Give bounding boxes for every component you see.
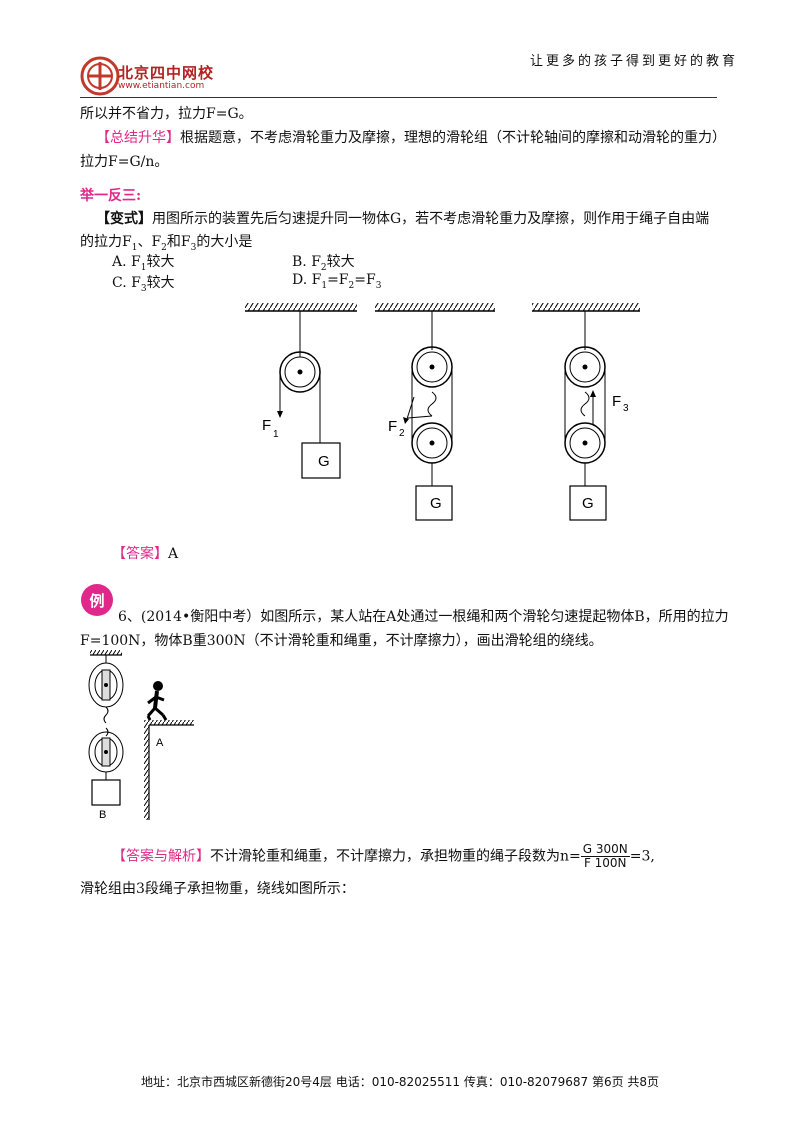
header-rule bbox=[80, 97, 717, 98]
summary-text-2: 拉力F=G/n。 bbox=[80, 154, 169, 170]
option-d-sub3: 3 bbox=[375, 280, 382, 291]
variant-text-2: 的拉力F1、F2和F3的大小是 bbox=[80, 231, 252, 253]
analysis-tag: 【答案与解析】 bbox=[112, 848, 210, 865]
option-d-mid: =F bbox=[327, 272, 349, 288]
option-a-sub: 1 bbox=[140, 262, 147, 273]
option-d-sub1: 1 bbox=[321, 280, 328, 291]
option-c-sub: 3 bbox=[140, 283, 147, 294]
option-a: A. F1较大 bbox=[112, 251, 174, 273]
variant-text2-c: 和F bbox=[166, 234, 191, 250]
variant-text: 用图所示的装置先后匀速提升同一物体G，若不考虑滑轮重力及摩擦，则作用于绳子自由端 bbox=[152, 211, 710, 227]
summary-tag: 【总结升华】 bbox=[96, 130, 180, 146]
page-footer: 地址：北京市西城区新德街20号4层 电话：010-82025511 传真：010… bbox=[140, 1075, 660, 1089]
label-b: B bbox=[99, 809, 106, 821]
variant-paragraph: 【变式】用图所示的装置先后匀速提升同一物体G，若不考虑滑轮重力及摩擦，则作用于绳… bbox=[96, 208, 709, 228]
option-c: C. F3较大 bbox=[112, 272, 175, 294]
example-badge-icon: 例 bbox=[81, 584, 113, 616]
sub-1: 1 bbox=[131, 242, 138, 253]
analysis-line: 【答案与解析】不计滑轮重和绳重，不计摩擦力，承担物重的绳子段数为n=G 300N… bbox=[112, 843, 655, 870]
analysis-text: 不计滑轮重和绳重，不计摩擦力，承担物重的绳子段数为n= bbox=[210, 848, 581, 865]
question-6-line-2: F=100N，物体B重300N（不计滑轮重和绳重，不计摩擦力），画出滑轮组的绕线… bbox=[80, 633, 603, 649]
answer-tag: 【答案】 bbox=[112, 546, 168, 562]
option-d-prefix: D. F bbox=[292, 272, 322, 288]
force-label-f2-sub: 2 bbox=[399, 428, 405, 439]
example-badge-text: 例 bbox=[89, 592, 104, 610]
weight-label-2: G bbox=[430, 495, 442, 512]
force-label-f1-sub: 1 bbox=[273, 429, 279, 440]
option-a-suffix: 较大 bbox=[146, 254, 175, 270]
analysis-end: =3, bbox=[629, 848, 655, 865]
label-a: A bbox=[156, 737, 164, 749]
force-label-f2: F bbox=[388, 418, 397, 435]
analysis-line-2: 滑轮组由3段绳子承担物重，绕线如图所示： bbox=[80, 881, 355, 897]
variant-text2-a: 的拉力F bbox=[80, 234, 132, 250]
option-b-prefix: B. F bbox=[292, 254, 321, 270]
summary-text: 根据题意，不考虑滑轮重力及摩擦，理想的滑轮组（不计轮轴间的摩擦和动滑轮的重力） bbox=[180, 130, 726, 146]
logo-text: 北京四中网校 bbox=[118, 64, 215, 82]
pulley-system-2 bbox=[375, 303, 495, 521]
question-6-line-1: 6、(2014•衡阳中考）如图所示，某人站在A处通过一根绳和两个滑轮匀速提起物体… bbox=[118, 609, 729, 625]
summary-paragraph: 【总结升华】根据题意，不考虑滑轮重力及摩擦，理想的滑轮组（不计轮轴间的摩擦和动滑… bbox=[96, 127, 726, 147]
force-label-f3: F bbox=[612, 393, 621, 410]
weight-label-3: G bbox=[582, 495, 594, 512]
variant-tag: 【变式】 bbox=[96, 211, 152, 227]
option-d: D. F1=F2=F3 bbox=[292, 272, 381, 291]
option-b-sub: 2 bbox=[320, 262, 327, 273]
question-6-figure: A B bbox=[88, 650, 194, 821]
option-d-sub2: 2 bbox=[348, 280, 355, 291]
answer-line: 【答案】A bbox=[112, 543, 178, 563]
variant-text2-b: 、F bbox=[137, 234, 162, 250]
sub-2: 2 bbox=[161, 242, 167, 253]
pulley-figure: G F 1 G F 2 bbox=[245, 303, 640, 521]
pulley-system-1 bbox=[245, 303, 357, 479]
fraction-denominator: F 100N bbox=[583, 856, 627, 870]
sub-3: 3 bbox=[190, 242, 197, 253]
school-logo-icon bbox=[80, 56, 120, 96]
option-c-suffix: 较大 bbox=[146, 275, 175, 291]
force-label-f3-sub: 3 bbox=[623, 403, 629, 414]
variant-text2-d: 的大小是 bbox=[196, 234, 253, 250]
header-slogan: 让更多的孩子得到更好的教育 bbox=[530, 54, 739, 69]
fraction-numerator: G 300N bbox=[580, 842, 630, 857]
section-heading: 举一反三: bbox=[80, 188, 142, 204]
text-line-1: 所以并不省力，拉力F=G。 bbox=[80, 106, 253, 122]
option-c-prefix: C. F bbox=[112, 275, 141, 291]
option-d-end: =F bbox=[354, 272, 376, 288]
logo-url: www.etiantian.com bbox=[118, 81, 205, 91]
weight-label-1: G bbox=[318, 453, 330, 470]
option-b: B. F2较大 bbox=[292, 251, 355, 273]
answer-value: A bbox=[168, 546, 179, 562]
pulley-system-3 bbox=[532, 303, 640, 521]
option-a-prefix: A. F bbox=[112, 254, 141, 270]
option-b-suffix: 较大 bbox=[326, 254, 355, 270]
force-label-f1: F bbox=[262, 417, 271, 434]
